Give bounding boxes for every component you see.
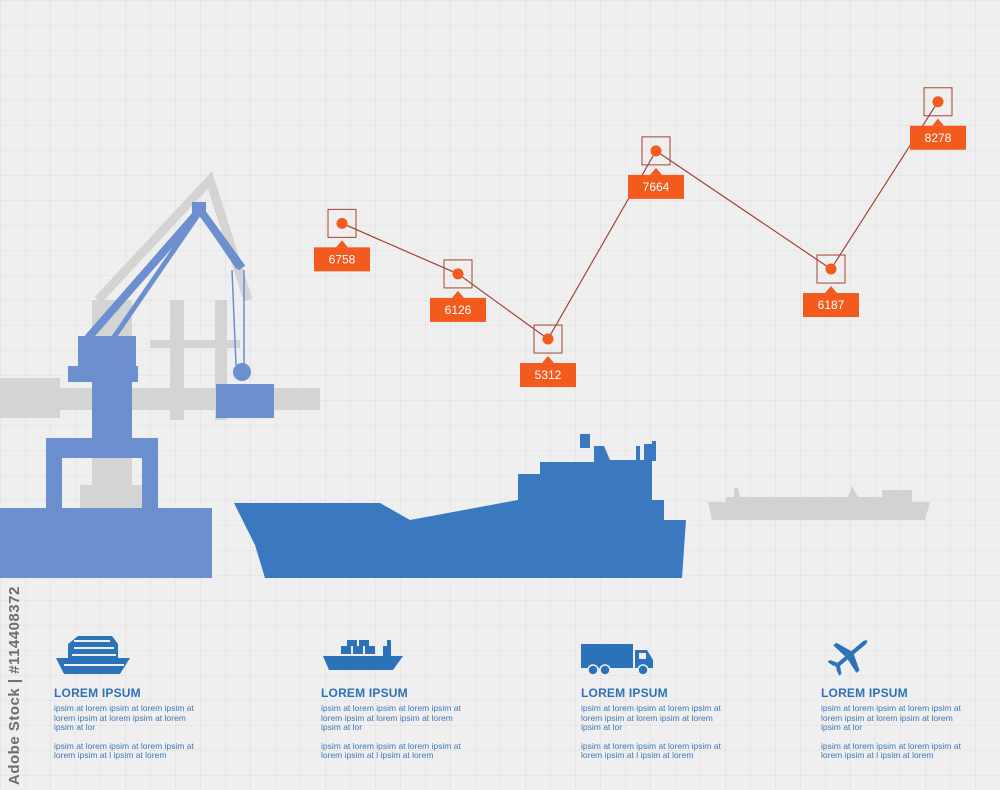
label-box xyxy=(430,297,486,322)
stock-id-watermark: Adobe Stock | #114408372 xyxy=(6,586,23,785)
point-frame xyxy=(443,259,473,289)
data-label: 6187 xyxy=(818,298,845,312)
data-label: 7664 xyxy=(643,180,670,194)
data-label: 8278 xyxy=(925,131,952,145)
feature-text: ipsim at lorem ipsim at lorem ipsim at l… xyxy=(54,740,194,760)
data-point: 8278 xyxy=(910,87,966,150)
series-line-path xyxy=(341,101,939,340)
feature-text: ipsim at lorem ipsim at lorem ipsim at l… xyxy=(581,740,721,760)
label-pointer xyxy=(650,167,662,175)
data-point: 6187 xyxy=(803,254,859,318)
label-pointer xyxy=(542,356,554,364)
cruise-ship-icon xyxy=(56,636,130,674)
point-marker xyxy=(452,268,464,280)
point-frame xyxy=(641,136,671,166)
feature-cruise: LOREM IPSUM ipsim at lorem ipsim at lore… xyxy=(54,630,234,761)
label-box xyxy=(910,125,966,150)
label-box xyxy=(314,247,370,272)
data-point: 6758 xyxy=(314,208,370,272)
point-marker xyxy=(932,96,944,108)
point-frame xyxy=(816,254,846,284)
feature-text: ipsim at lorem ipsim at lorem ipsim at l… xyxy=(321,703,461,732)
label-box xyxy=(520,363,576,388)
feature-text: ipsim at lorem ipsim at lorem ipsim at l… xyxy=(581,703,721,732)
point-frame xyxy=(533,324,563,354)
feature-airplane: LOREM IPSUM ipsim at lorem ipsim at lore… xyxy=(821,630,1000,761)
cargo-ship-silhouette xyxy=(234,434,686,578)
point-marker xyxy=(650,145,662,157)
feature-title: LOREM IPSUM xyxy=(54,686,141,700)
feature-text: ipsim at lorem ipsim at lorem ipsim at l… xyxy=(821,703,961,732)
distant-tanker-silhouette xyxy=(708,486,930,520)
point-frame xyxy=(327,208,357,238)
truck-icon xyxy=(581,644,653,676)
airplane-icon xyxy=(827,640,868,676)
data-point: 6126 xyxy=(430,259,486,322)
feature-cargo: LOREM IPSUM ipsim at lorem ipsim at lore… xyxy=(321,630,501,761)
label-pointer xyxy=(452,290,464,298)
label-pointer xyxy=(336,240,348,248)
label-box xyxy=(803,293,859,318)
feature-title: LOREM IPSUM xyxy=(581,686,668,700)
cargo-ship-icon xyxy=(323,640,403,670)
point-marker xyxy=(825,263,837,275)
feature-text: ipsim at lorem ipsim at lorem ipsim at l… xyxy=(821,740,961,760)
feature-title: LOREM IPSUM xyxy=(321,686,408,700)
data-label: 5312 xyxy=(535,368,562,382)
label-pointer xyxy=(825,286,837,294)
label-box xyxy=(628,174,684,199)
point-frame xyxy=(923,87,953,117)
series-line xyxy=(341,101,939,340)
data-point: 5312 xyxy=(520,324,576,388)
data-point: 7664 xyxy=(628,136,684,199)
point-marker xyxy=(542,333,554,345)
label-pointer xyxy=(932,118,944,126)
feature-truck: LOREM IPSUM ipsim at lorem ipsim at lore… xyxy=(581,630,761,761)
point-marker xyxy=(336,217,348,229)
feature-text: ipsim at lorem ipsim at lorem ipsim at l… xyxy=(54,703,194,732)
dock-crane-silhouette xyxy=(0,202,274,578)
data-label: 6758 xyxy=(329,252,356,266)
feature-text: ipsim at lorem ipsim at lorem ipsim at l… xyxy=(321,740,461,760)
feature-title: LOREM IPSUM xyxy=(821,686,908,700)
data-label: 6126 xyxy=(445,303,472,317)
